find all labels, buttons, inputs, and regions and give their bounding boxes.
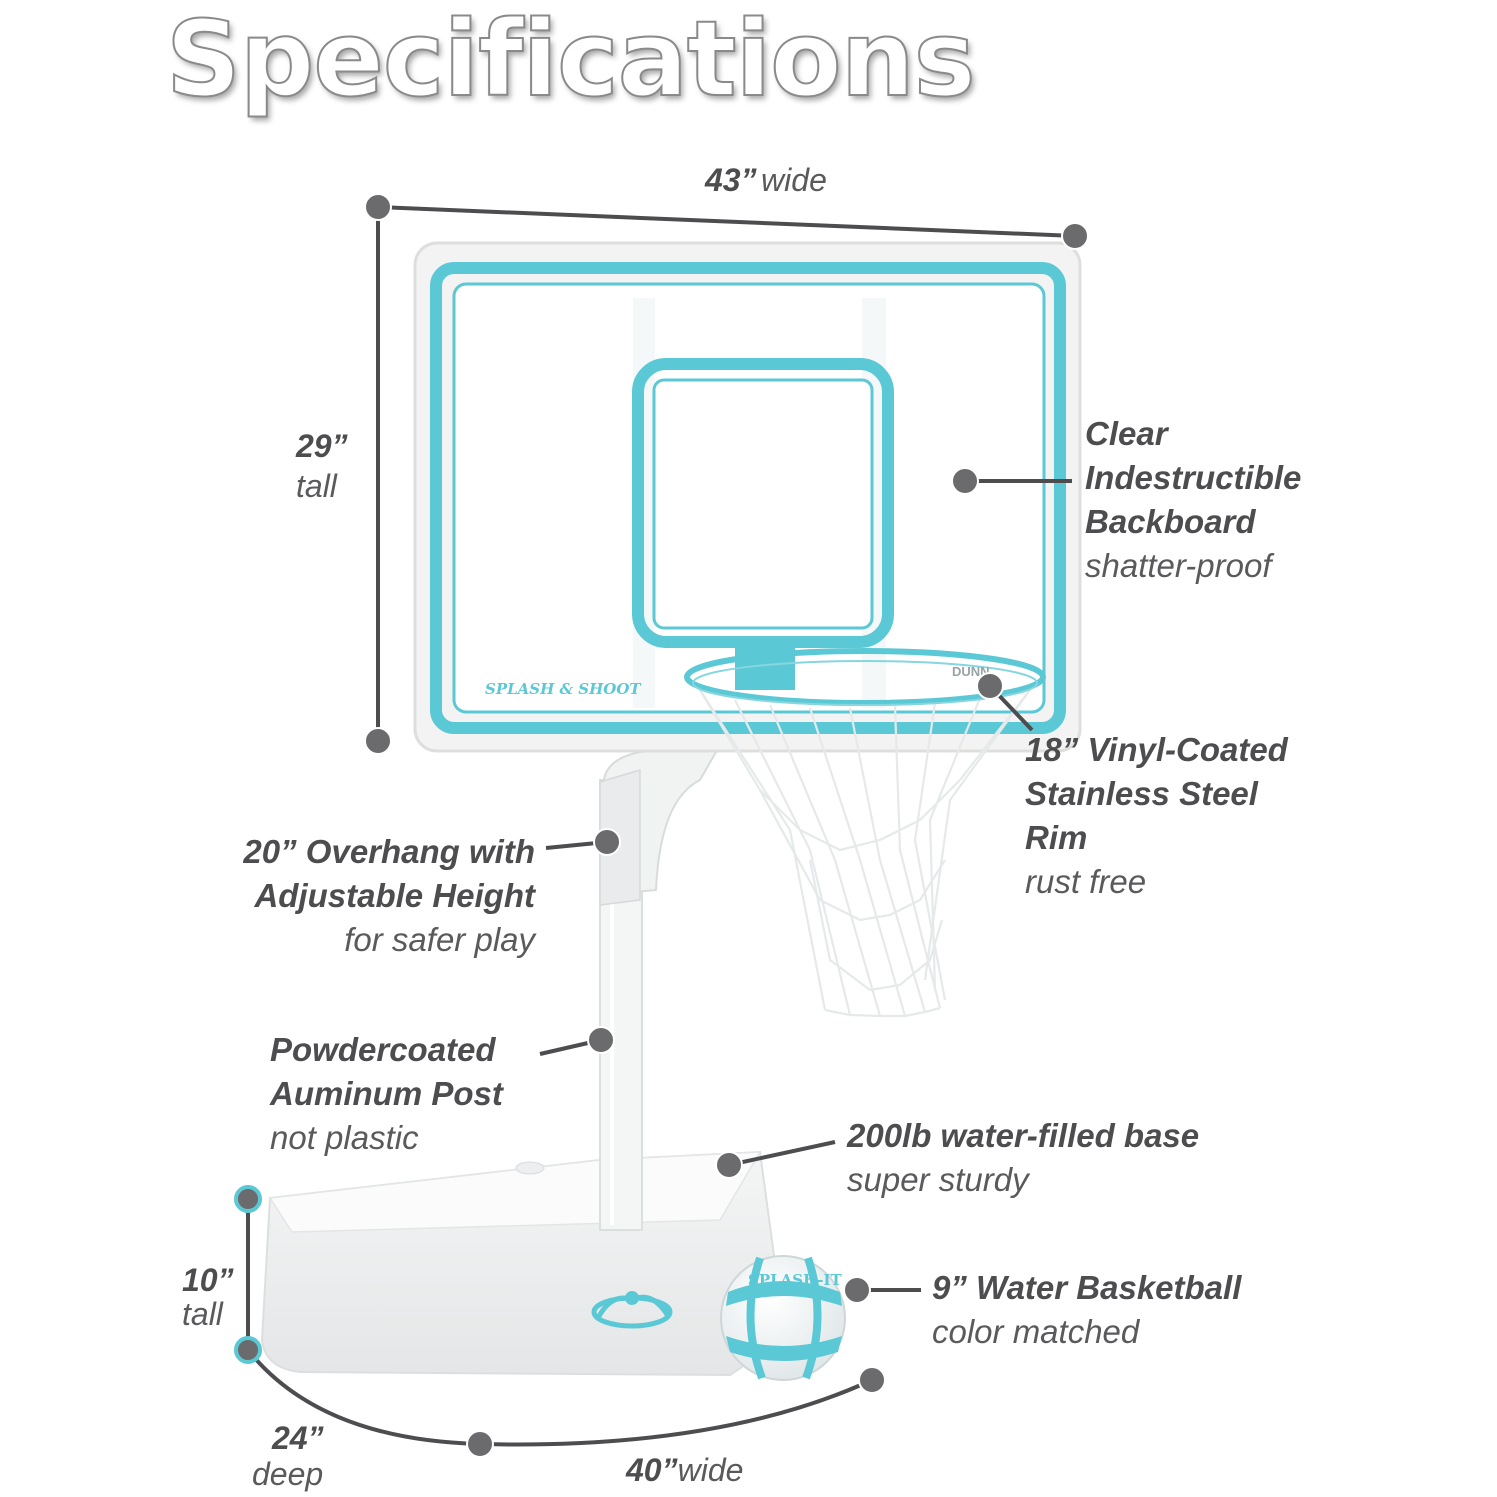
water-basketball: SPLASH-IT	[720, 1255, 846, 1381]
marker-dot	[364, 727, 392, 755]
base-leader	[728, 1140, 836, 1167]
dimension-lines	[246, 205, 1076, 1447]
base-depth-value: 24”	[272, 1420, 324, 1456]
ball-title: 9” Water Basketball	[932, 1269, 1242, 1306]
ball-brand-text: SPLASH-IT	[748, 1271, 843, 1289]
markers	[234, 193, 1089, 1458]
top-width-value: 43”	[705, 162, 757, 198]
base-logo-icon	[591, 1291, 673, 1329]
ball-subtitle: color matched	[932, 1313, 1140, 1350]
overhang-arm	[599, 743, 722, 906]
backboard-brand-text: SPLASH & SHOOT	[485, 680, 642, 698]
base-depth-label: 24” deep	[252, 1420, 324, 1492]
marker-dot	[1061, 222, 1089, 250]
marker-dot	[976, 672, 1004, 700]
top-width-line	[377, 205, 1076, 238]
marker-dot-accent	[234, 1336, 262, 1364]
rim-brand-text: DUNN	[952, 664, 990, 679]
page-title: Specifications	[165, 0, 977, 120]
base-callout: 200lb water-filled base super sturdy	[847, 1114, 1199, 1202]
board-height-value: 29”	[296, 428, 348, 464]
water-filled-base	[260, 1150, 782, 1377]
backboard: SPLASH & SHOOT	[413, 241, 1082, 753]
base-width-unit: wide	[677, 1452, 744, 1488]
rim-title-line2: Stainless Steel	[1025, 775, 1258, 812]
marker-dot	[843, 1276, 871, 1304]
backboard-subtitle: shatter-proof	[1085, 547, 1272, 584]
rim-title-line1: 18” Vinyl-Coated	[1025, 731, 1288, 768]
base-depth-unit: deep	[252, 1456, 324, 1492]
base-depth-line	[246, 1348, 481, 1446]
post-callout: Powdercoated Auminum Post not plastic	[270, 1028, 503, 1160]
ball-callout: 9” Water Basketball color matched	[932, 1266, 1241, 1354]
marker-dot-accent	[234, 1185, 262, 1213]
base-width-line	[479, 1378, 873, 1447]
base-height-label: 10” tall	[182, 1263, 234, 1331]
backboard-title-line1: Clear	[1085, 415, 1168, 452]
backboard-title-line3: Backboard	[1085, 503, 1256, 540]
rim-title-line3: Rim	[1025, 819, 1088, 856]
marker-dot	[466, 1430, 494, 1458]
post-title-line2: Auminum Post	[270, 1075, 503, 1112]
base-height-value: 10”	[182, 1262, 234, 1298]
marker-dot	[593, 828, 621, 856]
base-height-unit: tall	[182, 1296, 223, 1332]
overhang-title-line1: 20” Overhang with	[243, 833, 535, 870]
rim-callout: 18” Vinyl-Coated Stainless Steel Rim rus…	[1025, 728, 1288, 904]
base-width-value: 40”	[626, 1452, 678, 1488]
marker-dot	[715, 1151, 743, 1179]
post-title-line1: Powdercoated	[270, 1031, 496, 1068]
rim-and-net: DUNN	[684, 640, 1046, 1018]
base-width-label: 40”wide	[626, 1450, 743, 1490]
overhang-callout: 20” Overhang with Adjustable Height for …	[140, 830, 535, 962]
overhang-title-line2: Adjustable Height	[254, 877, 535, 914]
marker-dot	[858, 1366, 886, 1394]
marker-dot	[587, 1026, 615, 1054]
overhang-subtitle: for safer play	[344, 921, 535, 958]
marker-dot	[364, 193, 392, 221]
board-height-label: 29” tall	[296, 426, 348, 506]
top-width-label: 43” wide	[705, 160, 827, 200]
backboard-callout: Clear Indestructible Backboard shatter-p…	[1085, 412, 1301, 588]
post-subtitle: not plastic	[270, 1119, 419, 1156]
board-height-unit: tall	[296, 468, 337, 504]
rim-subtitle: rust free	[1025, 863, 1147, 900]
backboard-title-line2: Indestructible	[1085, 459, 1302, 496]
marker-dot	[951, 467, 979, 495]
base-title: 200lb water-filled base	[847, 1117, 1200, 1154]
top-width-unit: wide	[761, 162, 827, 198]
base-subtitle: super sturdy	[847, 1161, 1029, 1198]
